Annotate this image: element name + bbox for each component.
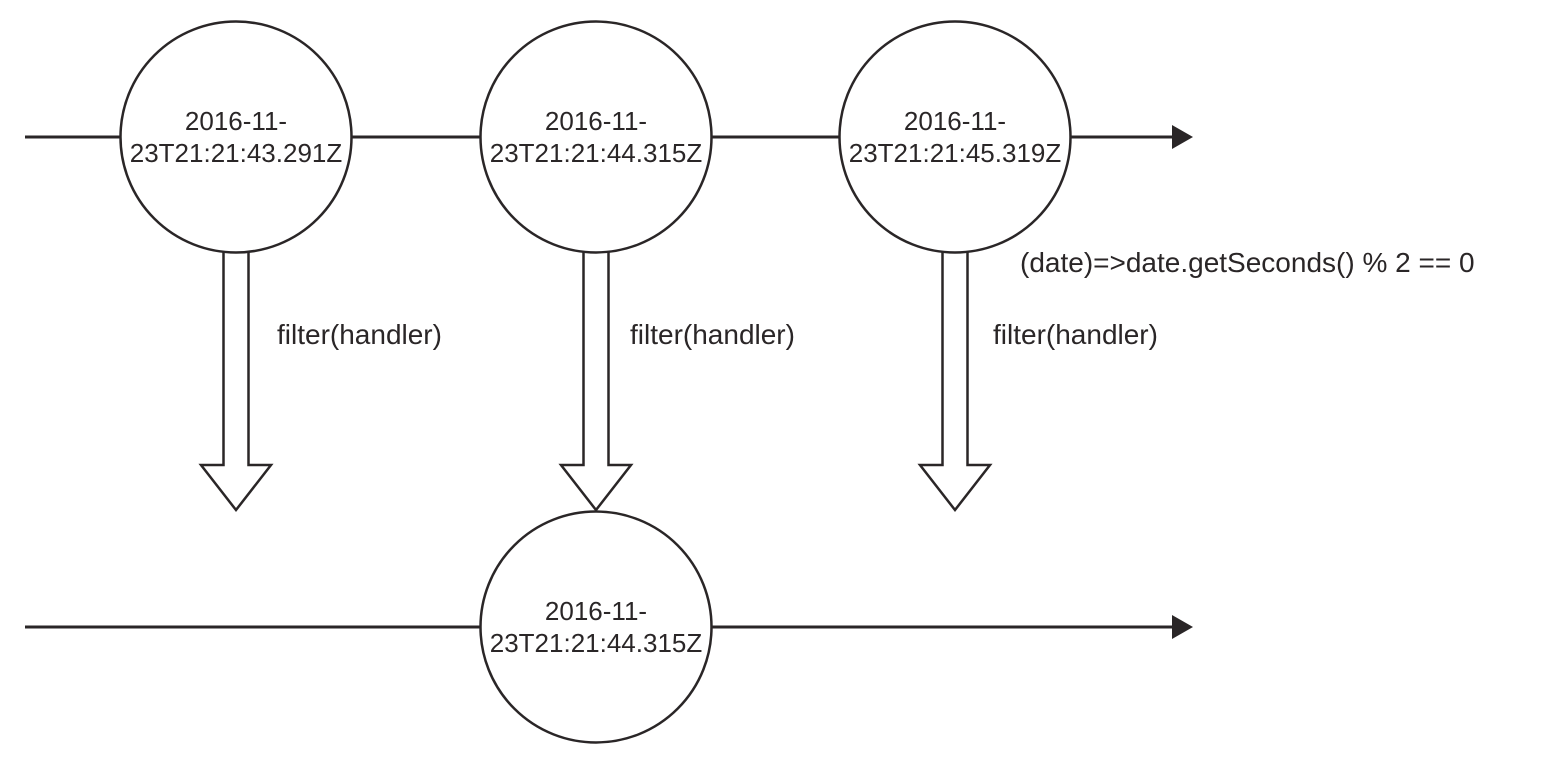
filter-operator-label: filter(handler) bbox=[277, 319, 442, 350]
marble-circle bbox=[119, 20, 353, 254]
marble-circle bbox=[479, 20, 713, 254]
event-timestamp-line1: 2016-11- bbox=[904, 106, 1006, 136]
filter-operator-label: filter(handler) bbox=[993, 319, 1158, 350]
event-timestamp-line2: 23T21:21:44.315Z bbox=[490, 628, 703, 658]
event-timestamp-line2: 23T21:21:45.319Z bbox=[849, 138, 1062, 168]
event-timestamp-line1: 2016-11- bbox=[545, 596, 647, 626]
event-timestamp-line2: 23T21:21:44.315Z bbox=[490, 138, 703, 168]
event-marble: 2016-11- 23T21:21:45.319Z bbox=[838, 20, 1072, 254]
filter-operator-label: filter(handler) bbox=[630, 319, 795, 350]
result-stream-arrowhead-icon bbox=[1172, 615, 1193, 639]
event-marble: 2016-11- 23T21:21:43.291Z bbox=[119, 20, 353, 254]
marble-circle bbox=[479, 510, 713, 744]
event-timestamp-line1: 2016-11- bbox=[185, 106, 287, 136]
filter-down-arrow-icon bbox=[558, 243, 634, 513]
event-timestamp-line1: 2016-11- bbox=[545, 106, 647, 136]
event-marble: 2016-11- 23T21:21:44.315Z bbox=[479, 510, 713, 744]
event-timestamp-line2: 23T21:21:43.291Z bbox=[130, 138, 343, 168]
marble-circle bbox=[838, 20, 1072, 254]
filter-down-arrow-icon bbox=[198, 243, 274, 513]
predicate-code: (date)=>date.getSeconds() % 2 == 0 bbox=[1020, 247, 1475, 278]
filter-down-arrow-icon bbox=[917, 243, 993, 513]
event-marble: 2016-11- 23T21:21:44.315Z bbox=[479, 20, 713, 254]
source-stream-arrowhead-icon bbox=[1172, 125, 1193, 149]
